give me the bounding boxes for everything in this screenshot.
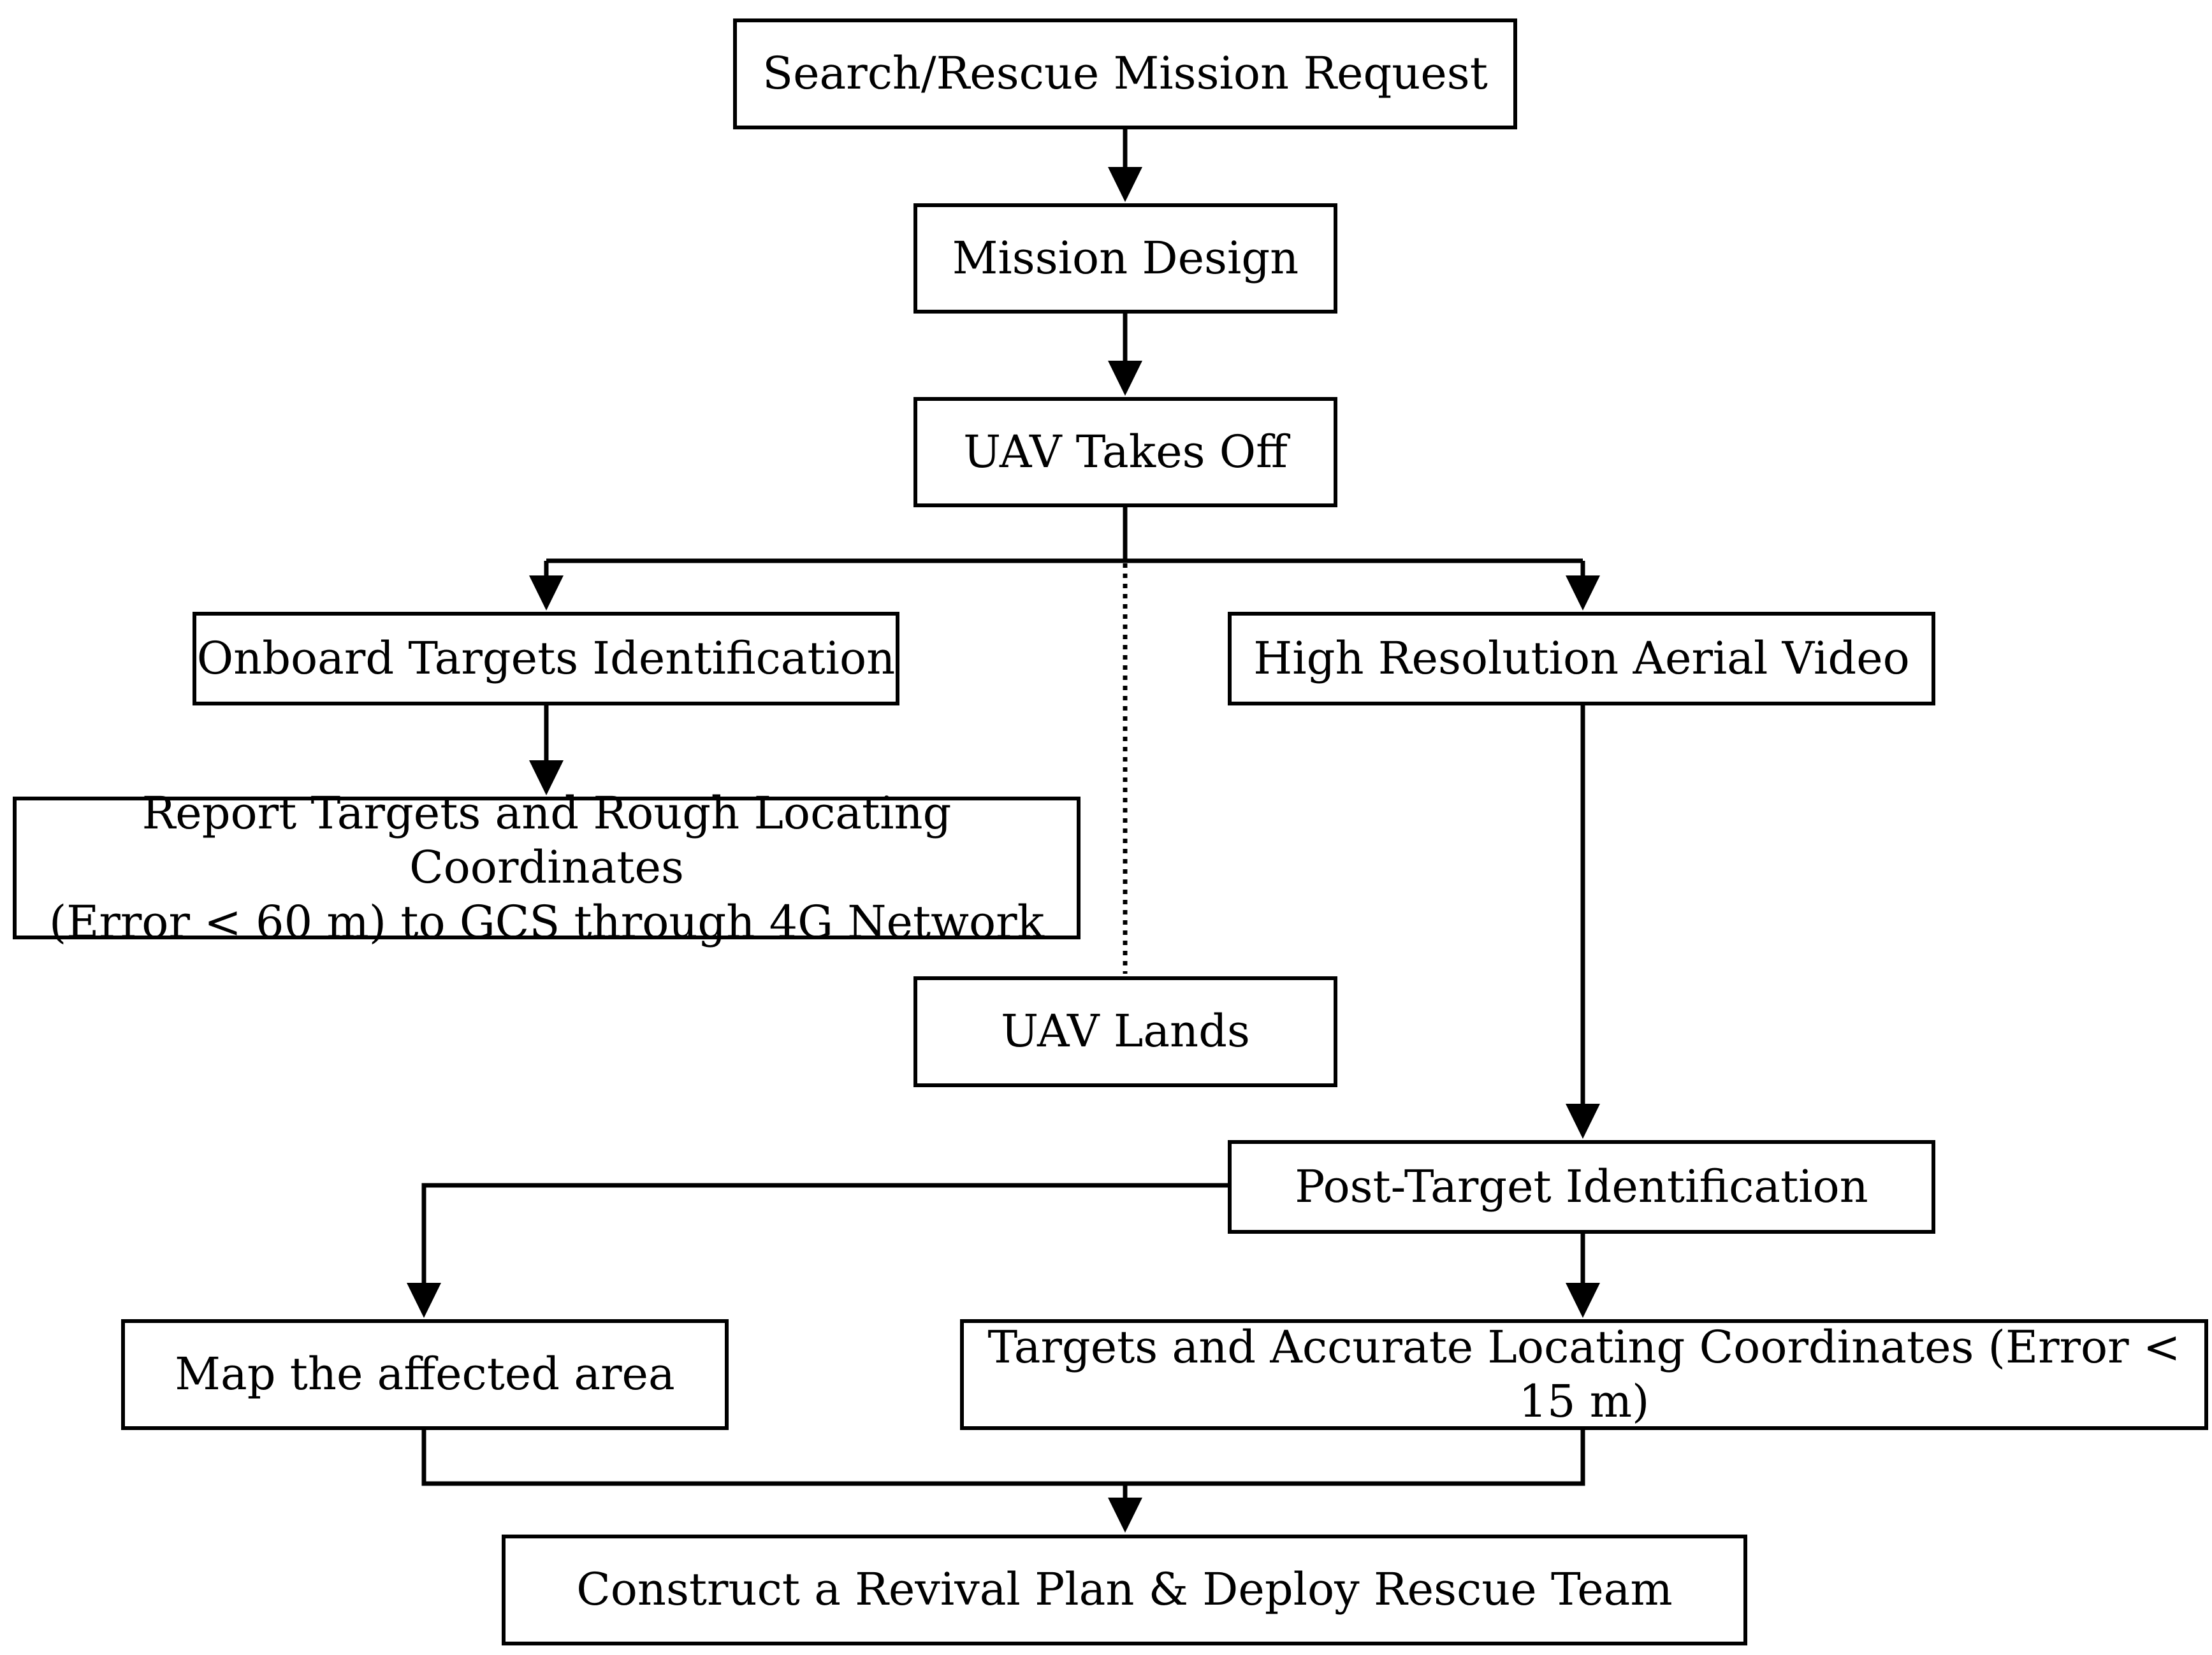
node-post-target-identification: Post-Target Identification xyxy=(1228,1140,1935,1234)
node-uav-takes-off-label: UAV Takes Off xyxy=(963,425,1288,478)
node-targets-label: Targets and Accurate Locating Coordinate… xyxy=(987,1320,2181,1427)
arrowhead-onboard xyxy=(529,575,564,611)
arrowhead-targets xyxy=(1566,1283,1600,1318)
arrowhead-design xyxy=(1108,167,1142,202)
node-report-line1: Report Targets and Rough Locating Coordi… xyxy=(142,786,952,894)
node-uav-lands-label: UAV Lands xyxy=(1001,1005,1250,1058)
node-mission-design-label: Mission Design xyxy=(952,231,1299,284)
node-map-label: Map the affected area xyxy=(175,1348,675,1401)
node-report-text: Report Targets and Rough Locating Coordi… xyxy=(17,786,1077,950)
arrowhead-video xyxy=(1566,575,1600,611)
node-mission-request-label: Search/Rescue Mission Request xyxy=(762,47,1488,100)
node-revival-plan: Construct a Revival Plan & Deploy Rescue… xyxy=(502,1535,1747,1645)
node-high-resolution-aerial-video: High Resolution Aerial Video xyxy=(1228,612,1935,705)
arrowhead-map xyxy=(407,1283,441,1318)
arrowhead-takeoff xyxy=(1108,361,1142,396)
node-video-label: High Resolution Aerial Video xyxy=(1253,632,1910,684)
node-uav-takes-off: UAV Takes Off xyxy=(913,397,1337,507)
node-accurate-coordinates: Targets and Accurate Locating Coordinate… xyxy=(960,1319,2208,1430)
node-map-affected-area: Map the affected area xyxy=(121,1319,729,1430)
node-report-line2: (Error < 60 m) to GCS through 4G Network xyxy=(48,895,1045,948)
node-uav-lands: UAV Lands xyxy=(913,976,1337,1087)
arrowhead-report xyxy=(529,760,564,795)
node-mission-request: Search/Rescue Mission Request xyxy=(733,18,1517,129)
edge-map-to-plan xyxy=(421,1430,1585,1486)
node-plan-label: Construct a Revival Plan & Deploy Rescue… xyxy=(576,1563,1673,1616)
edge-post-to-map xyxy=(421,1183,1228,1284)
arrowhead-post xyxy=(1566,1104,1600,1139)
arrowhead-plan xyxy=(1108,1498,1142,1533)
node-post-label: Post-Target Identification xyxy=(1295,1160,1868,1213)
node-onboard-targets-identification: Onboard Targets Identification xyxy=(193,612,899,705)
node-report-targets: Report Targets and Rough Locating Coordi… xyxy=(13,787,1081,948)
node-mission-design: Mission Design xyxy=(913,203,1337,314)
node-onboard-label: Onboard Targets Identification xyxy=(196,632,896,684)
